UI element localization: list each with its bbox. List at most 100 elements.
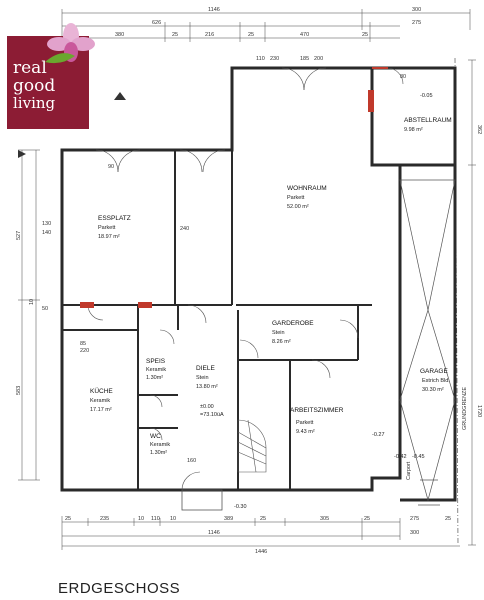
bottom-dimension-lines bbox=[61, 516, 460, 550]
dim-bottom-g: 25 bbox=[260, 516, 266, 522]
door-swings bbox=[87, 67, 404, 491]
room-name-garage: GARAGE bbox=[420, 368, 448, 375]
dim-left-c: 10 bbox=[29, 299, 35, 305]
dim-right-a: 362 bbox=[476, 125, 482, 134]
orchid-icon bbox=[45, 23, 95, 64]
right-dimension-lines bbox=[468, 59, 476, 546]
room-floor-garage: Estrich Bld. bbox=[422, 378, 450, 384]
level-mark-abstell: -0.05 bbox=[420, 93, 433, 99]
room-floor-diele: Stein bbox=[196, 375, 209, 381]
front-entrance-steps bbox=[181, 489, 223, 511]
room-name-wc: WC bbox=[150, 433, 161, 440]
room-area-essplatz: 18.97 m² bbox=[98, 234, 120, 240]
room-area-abstellraum: 9.98 m² bbox=[404, 127, 423, 133]
garage-roof-lines bbox=[399, 179, 456, 506]
stair-spiral bbox=[237, 419, 267, 473]
dim-door-160: 160 bbox=[187, 458, 196, 464]
room-name-essplatz: ESSPLATZ bbox=[98, 215, 131, 222]
dim-right-b: 1720 bbox=[476, 405, 482, 417]
dim-door-130: 130 bbox=[42, 221, 51, 227]
room-area-diele: 13.80 m² bbox=[196, 384, 218, 390]
room-name-diele: DIELE bbox=[196, 365, 215, 372]
room-area-arbeitszimmer: 9.43 m² bbox=[296, 429, 315, 435]
carport-label: Carport bbox=[406, 461, 412, 480]
dim-bottom-b: 235 bbox=[100, 516, 109, 522]
dim-top-f: 25 bbox=[248, 32, 254, 38]
left-dimension-lines bbox=[18, 149, 40, 481]
room-floor-garderobe: Stein bbox=[272, 330, 285, 336]
dim-door-140: 140 bbox=[42, 230, 51, 236]
room-name-arbeitszimmer: ARBEITSZIMMER bbox=[290, 407, 344, 414]
dim-bottom-h: 305 bbox=[320, 516, 329, 522]
boundary-label: GRUNDGRENZE bbox=[462, 387, 468, 430]
level-mark-entrance: ±0.00 bbox=[200, 404, 214, 410]
room-floor-speis: Keramik bbox=[146, 367, 166, 373]
room-floor-arbeitszimmer: Parkett bbox=[296, 420, 314, 426]
chimney-mark bbox=[80, 302, 94, 308]
dim-door-240: 240 bbox=[180, 226, 189, 232]
level-mark-garage-a: -0.27 bbox=[372, 432, 385, 438]
level-mark-front: -0.30 bbox=[234, 504, 247, 510]
room-area-garderobe: 8.26 m² bbox=[272, 339, 291, 345]
dim-door-90: 90 bbox=[108, 164, 114, 170]
room-area-garage: 30.30 m² bbox=[422, 387, 444, 393]
chimney-mark bbox=[138, 302, 152, 308]
dim-top-d: 25 bbox=[172, 32, 178, 38]
room-name-speis: SPEIS bbox=[146, 358, 166, 365]
room-area-wohnraum: 52.00 m² bbox=[287, 204, 309, 210]
chimney-mark bbox=[368, 90, 374, 112]
dim-top-e: 216 bbox=[205, 32, 214, 38]
dim-top-c: 380 bbox=[115, 32, 124, 38]
logo-text-real: real bbox=[13, 58, 47, 78]
dim-top-right: 300 bbox=[412, 7, 421, 13]
dim-top-b: 275 bbox=[412, 20, 421, 26]
level-mark-garage-b: -0.42 bbox=[394, 454, 407, 460]
dim-bottom-right: 300 bbox=[410, 530, 419, 536]
dim-bottom-outer: 1446 bbox=[255, 549, 267, 555]
dim-bottom-k: 25 bbox=[445, 516, 451, 522]
brand-logo: real good living bbox=[7, 23, 95, 129]
dim-bottom-i: 25 bbox=[364, 516, 370, 522]
exterior-walls bbox=[60, 66, 457, 502]
dim-door-220: 220 bbox=[80, 348, 89, 354]
dim-door-80: 80 bbox=[400, 74, 406, 80]
room-area-wc: 1.30m² bbox=[150, 450, 167, 456]
dim-door-110: 110 bbox=[256, 56, 265, 62]
room-name-garderobe: GARDEROBE bbox=[272, 320, 314, 327]
dim-top-g: 470 bbox=[300, 32, 309, 38]
interior-walls bbox=[62, 150, 372, 490]
dim-door-200: 200 bbox=[314, 56, 323, 62]
floor-title: ERDGESCHOSS bbox=[58, 580, 181, 597]
section-arrows bbox=[18, 92, 126, 158]
room-name-kueche: KÜCHE bbox=[90, 387, 113, 395]
room-area-speis: 1.30m² bbox=[146, 375, 163, 381]
dim-bottom-c: 10 bbox=[138, 516, 144, 522]
dim-bottom-j: 275 bbox=[410, 516, 419, 522]
logo-tagline: REAL ESTATE SERVICES bbox=[7, 122, 79, 128]
dim-top-h: 25 bbox=[362, 32, 368, 38]
room-name-wohnraum: WOHNRAUM bbox=[287, 185, 327, 192]
dim-bottom-f: 389 bbox=[224, 516, 233, 522]
dim-door-185: 185 bbox=[300, 56, 309, 62]
room-floor-wohnraum: Parkett bbox=[287, 195, 305, 201]
room-name-abstellraum: ABSTELLRAUM bbox=[404, 117, 452, 124]
room-floor-kueche: Keramik bbox=[90, 398, 110, 404]
room-floor-wc: Keramik bbox=[150, 442, 170, 448]
logo-text-living: living bbox=[13, 94, 56, 112]
dim-bottom-a: 25 bbox=[65, 516, 71, 522]
dim-left-a: 527 bbox=[16, 231, 22, 240]
level-mark-entrance-abs: =73.10üA bbox=[200, 412, 224, 418]
level-mark-garage-c: -0.45 bbox=[412, 454, 425, 460]
dim-bottom-e: 10 bbox=[170, 516, 176, 522]
dim-door-85: 85 bbox=[80, 341, 86, 347]
dim-top-a: 626 bbox=[152, 20, 161, 26]
dim-top-total: 1146 bbox=[208, 7, 220, 13]
dim-door-230: 230 bbox=[270, 56, 279, 62]
room-floor-essplatz: Parkett bbox=[98, 225, 116, 231]
dim-bottom-total: 1146 bbox=[208, 530, 220, 536]
top-dimension-lines bbox=[61, 9, 471, 45]
room-area-kueche: 17.17 m² bbox=[90, 407, 112, 413]
dim-door-50: 50 bbox=[42, 306, 48, 312]
dim-left-b: 583 bbox=[16, 386, 22, 395]
